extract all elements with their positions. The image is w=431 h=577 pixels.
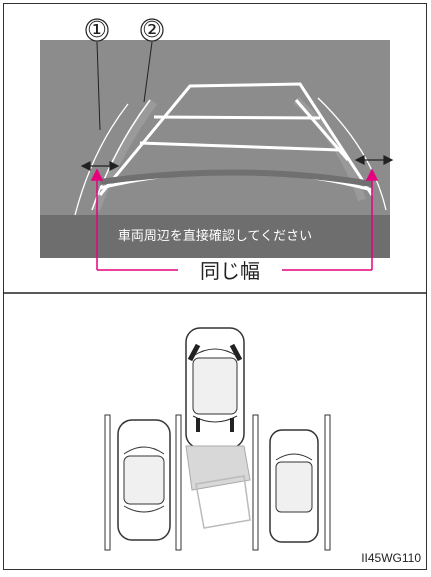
parked-car-left [117, 419, 171, 541]
guide-frame-right-inner [294, 99, 350, 161]
figure-code: II45WG110 [361, 551, 421, 565]
width-arrow-left [80, 161, 120, 171]
guide-line-1-right [317, 97, 387, 211]
guide-frame-top [153, 115, 321, 120]
camera-ground-band [40, 215, 390, 258]
leader-guide-2 [143, 41, 153, 103]
guide-2-number: ② [142, 18, 162, 43]
reversing-car [185, 327, 245, 449]
guide-line-1-left [74, 103, 129, 216]
warning-text: 車両周辺を直接確認してください [118, 228, 312, 244]
parked-car-right [269, 429, 319, 543]
figure-frame [3, 3, 427, 570]
width-arrow-right [354, 155, 394, 165]
guide-frame-mid [139, 141, 341, 152]
reverse-path-zone [185, 445, 251, 491]
circle-2 [140, 18, 164, 42]
same-width-bracket [90, 168, 379, 271]
guide-frame-bottom-shadow [99, 169, 373, 187]
parking-stall-lines [104, 414, 331, 551]
guide-line-2-left [92, 99, 158, 212]
circle-1 [85, 18, 109, 42]
projected-car-outline [195, 475, 251, 529]
guide-1-number: ① [87, 18, 107, 43]
guide-frame-outer [98, 82, 374, 196]
same-width-label: 同じ幅 [200, 259, 260, 283]
leader-guide-1 [96, 41, 101, 131]
